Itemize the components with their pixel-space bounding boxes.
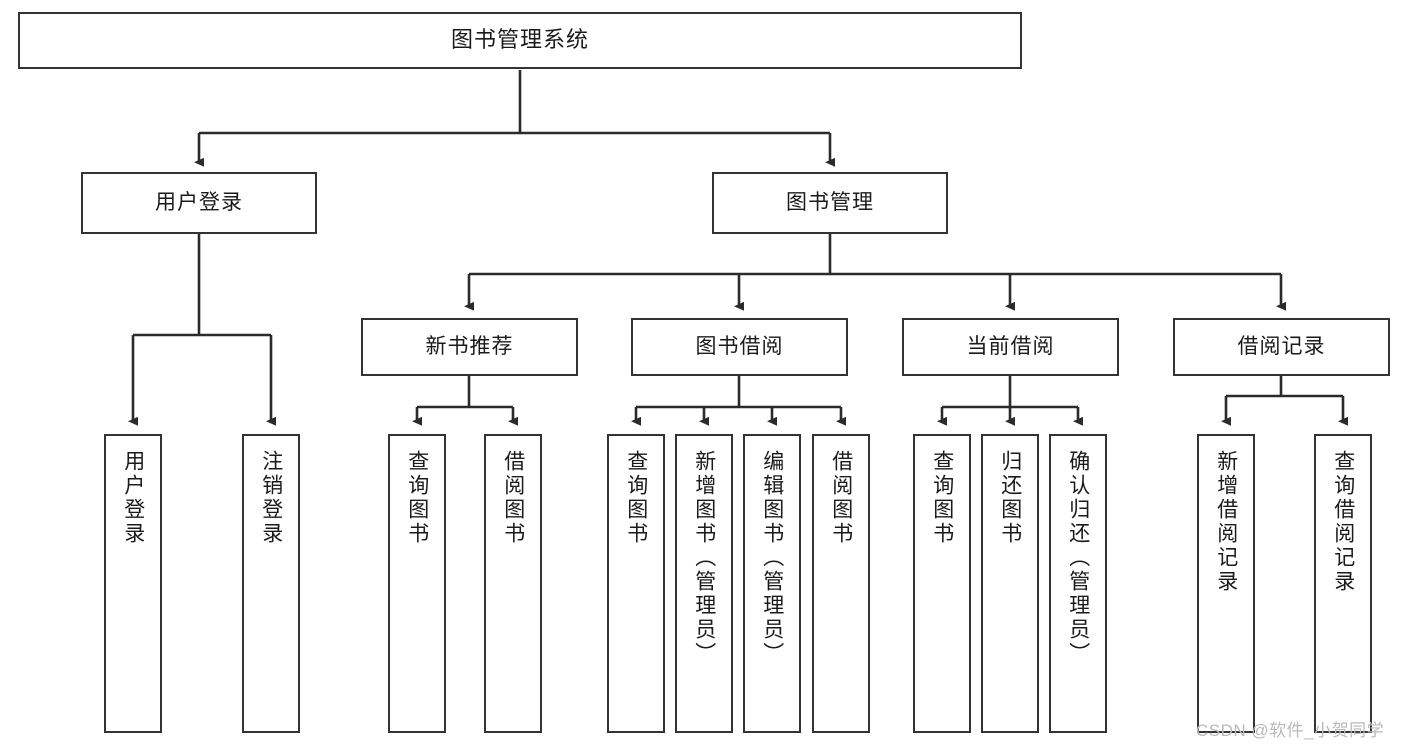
node-label: 注销登录 bbox=[259, 450, 283, 546]
node-book-management[interactable]: 图书管理 bbox=[712, 172, 948, 234]
node-new-book-recommendation[interactable]: 新书推荐 bbox=[361, 318, 578, 376]
node-book-borrowing[interactable]: 图书借阅 bbox=[631, 318, 848, 376]
csdn-watermark: CSDN @软件_小贺同学 bbox=[1196, 721, 1385, 740]
leaf-edit-book-admin[interactable]: 编辑图书（管理员） bbox=[743, 434, 801, 733]
leaf-query-books-borrow[interactable]: 查询图书 bbox=[607, 434, 665, 733]
node-label: 用户登录 bbox=[155, 191, 243, 215]
node-label: 查询图书 bbox=[930, 450, 954, 546]
node-label: 借阅记录 bbox=[1237, 335, 1326, 359]
leaf-add-borrow-record[interactable]: 新增借阅记录 bbox=[1197, 434, 1255, 733]
leaf-borrow-books-newbook[interactable]: 借阅图书 bbox=[484, 434, 542, 733]
leaf-add-book-admin[interactable]: 新增图书（管理员） bbox=[675, 434, 733, 733]
leaf-return-books[interactable]: 归还图书 bbox=[981, 434, 1039, 733]
leaf-query-books-newbook[interactable]: 查询图书 bbox=[388, 434, 446, 733]
node-label: 确认归还（管理员） bbox=[1066, 450, 1090, 666]
node-label: 新增借阅记录 bbox=[1214, 450, 1238, 594]
node-current-borrowing[interactable]: 当前借阅 bbox=[902, 318, 1119, 376]
node-label: 图书借阅 bbox=[695, 335, 784, 359]
node-borrow-records[interactable]: 借阅记录 bbox=[1173, 318, 1390, 376]
node-label: 新书推荐 bbox=[425, 335, 514, 359]
node-label: 图书管理系统 bbox=[450, 27, 589, 53]
leaf-borrow-books[interactable]: 借阅图书 bbox=[812, 434, 870, 733]
node-label: 当前借阅 bbox=[966, 335, 1055, 359]
node-label: 查询图书 bbox=[624, 450, 648, 546]
leaf-query-borrow-record[interactable]: 查询借阅记录 bbox=[1314, 434, 1372, 733]
node-label: 借阅图书 bbox=[501, 450, 525, 546]
node-root-system[interactable]: 图书管理系统 bbox=[18, 12, 1022, 69]
node-label: 新增图书（管理员） bbox=[692, 450, 716, 666]
leaf-confirm-return-admin[interactable]: 确认归还（管理员） bbox=[1049, 434, 1107, 733]
node-label: 编辑图书（管理员） bbox=[760, 450, 784, 666]
node-label: 查询借阅记录 bbox=[1331, 450, 1355, 594]
node-label: 图书管理 bbox=[786, 191, 874, 215]
leaf-user-login[interactable]: 用户登录 bbox=[104, 434, 162, 733]
node-label: 归还图书 bbox=[998, 450, 1022, 546]
node-label: 用户登录 bbox=[121, 450, 145, 546]
node-label: 借阅图书 bbox=[829, 450, 853, 546]
leaf-logout[interactable]: 注销登录 bbox=[242, 434, 300, 733]
node-user-login[interactable]: 用户登录 bbox=[81, 172, 317, 234]
leaf-query-books-current[interactable]: 查询图书 bbox=[913, 434, 971, 733]
node-label: 查询图书 bbox=[405, 450, 429, 546]
